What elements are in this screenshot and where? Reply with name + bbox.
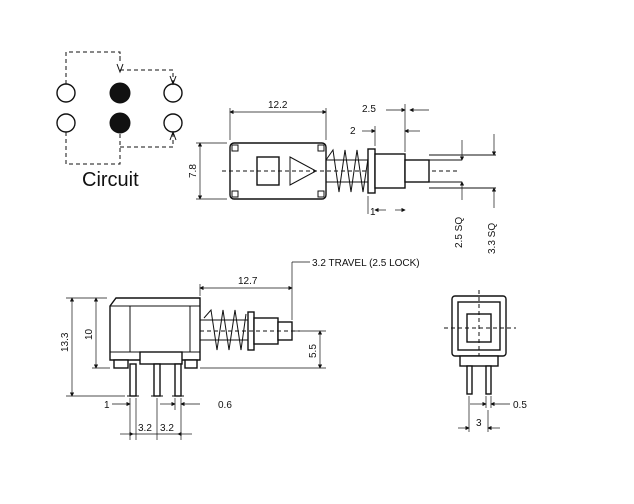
arrow-top-left	[116, 63, 124, 74]
side-view-base	[139, 351, 183, 365]
base-foot-right	[184, 359, 198, 369]
dim-pitch-top: 1	[370, 207, 376, 218]
dim-pin-left: 1	[104, 400, 110, 411]
circuit-label: Circuit	[82, 169, 139, 191]
top-view-stem-base	[374, 153, 406, 189]
dim-height-top: 7.8	[188, 164, 199, 178]
housing-corner-tl	[231, 144, 239, 152]
dim-tip-length: 2.5	[362, 104, 376, 115]
top-view-stem-tip	[404, 159, 430, 183]
terminal-common-top	[109, 82, 131, 104]
link-top-right	[120, 69, 174, 84]
dim-pitch-1: 3.2	[138, 423, 152, 434]
terminal-open-bottom-right	[163, 113, 183, 133]
housing-corner-br	[317, 190, 325, 198]
top-view: 12.2 7.8 2.5 2 1 2.5 SQ 3.3 SQ	[188, 100, 498, 254]
side-view-pin-2	[153, 363, 161, 397]
terminal-common-bottom	[109, 112, 131, 134]
travel-note: 3.2 TRAVEL (2.5 LOCK)	[312, 258, 420, 269]
top-view-collar	[367, 148, 376, 194]
terminal-open-top-right	[163, 83, 183, 103]
housing-corner-bl	[231, 190, 239, 198]
arrow-top-right	[169, 75, 177, 86]
housing-corner-tr	[317, 144, 325, 152]
link-bottom-left	[65, 132, 121, 165]
base-foot-left	[113, 359, 129, 369]
dim-square-large: 3.3 SQ	[487, 223, 498, 254]
arrow-bottom-right	[169, 130, 177, 141]
terminal-open-top-left	[56, 83, 76, 103]
dim-pin-width: 0.6	[218, 400, 232, 411]
end-view: 0.5 3	[444, 290, 527, 432]
side-view-housing	[109, 297, 201, 361]
side-view-pin-1	[129, 363, 137, 397]
dim-pitch-2: 3.2	[160, 423, 174, 434]
dim-body-height: 10	[84, 328, 95, 340]
dim-collar: 2	[350, 126, 356, 137]
circuit-diagram: Circuit	[56, 51, 183, 191]
side-view-pin-3	[174, 363, 182, 397]
top-view-direction-triangle	[289, 156, 318, 186]
dim-stem-height: 5.5	[308, 344, 319, 358]
end-view-pin-1	[466, 365, 473, 395]
dim-end-pin-width: 0.5	[513, 400, 527, 411]
dim-length-side: 12.7	[238, 276, 258, 287]
end-view-pin-2	[485, 365, 492, 395]
side-view: 3.2 TRAVEL (2.5 LOCK) 12.7 13.3 10 5.5 1…	[60, 258, 420, 440]
end-view-base	[459, 355, 499, 367]
terminal-open-bottom-left	[56, 113, 76, 133]
dim-length-top: 12.2	[268, 100, 288, 111]
link-top-left	[65, 51, 121, 84]
side-view-spring	[203, 308, 247, 351]
dim-end-pitch: 3	[476, 418, 482, 429]
top-view-spring	[325, 148, 370, 193]
dim-square-small: 2.5 SQ	[454, 217, 465, 248]
link-bottom-right	[120, 132, 174, 148]
dim-total-height: 13.3	[60, 332, 71, 352]
